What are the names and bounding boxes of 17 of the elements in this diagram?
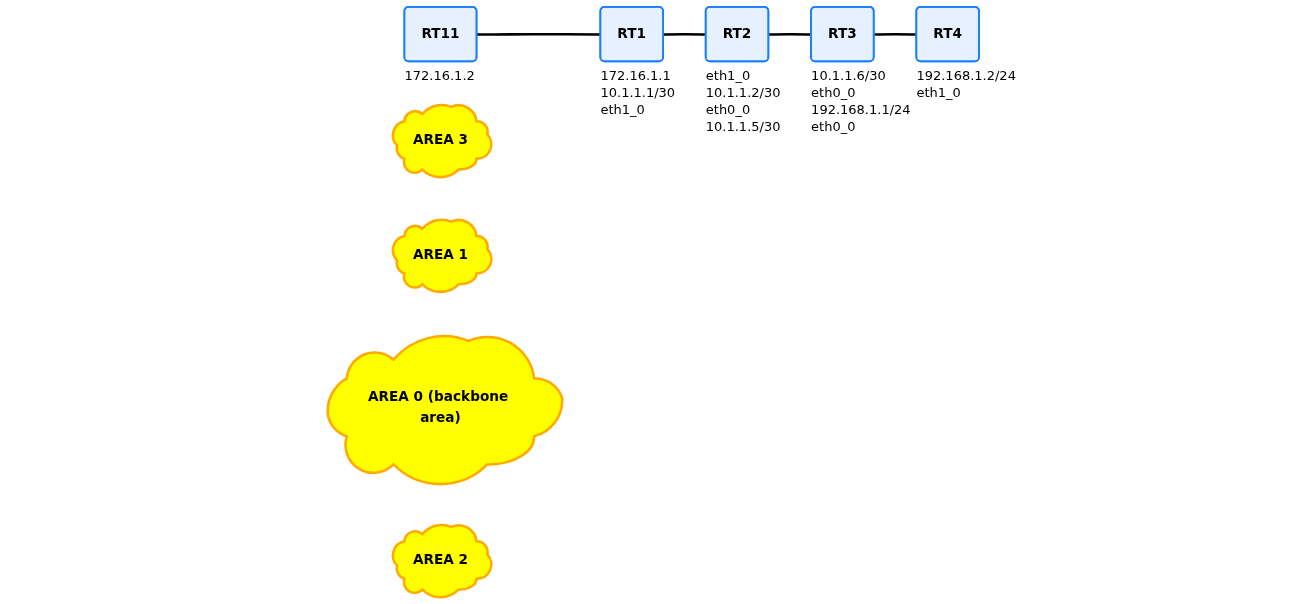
interface-label: 192.168.1.2/24 (916, 67, 1016, 85)
interface-label: 10.1.1.6/30 (811, 67, 886, 85)
interface-label: 10.1.1.5/30 (705, 118, 781, 136)
interface-label: eth0_0 (811, 118, 856, 136)
interface-label: 172.16.1.1 (600, 67, 671, 85)
interface-label: eth1_0 (916, 84, 961, 102)
connector (477, 32, 601, 36)
interface-label: eth1_0 (600, 101, 645, 119)
connector (874, 32, 917, 36)
interface-label: 192.168.1.1/24 (811, 101, 911, 119)
interface-label: eth0_0 (705, 101, 751, 119)
interface-label: eth1_0 (705, 67, 751, 85)
interface-label: 10.1.1.2/30 (705, 84, 781, 102)
interface-label: 10.1.1.1/30 (600, 84, 676, 102)
interface-label: eth0_0 (811, 84, 856, 102)
interface-label: 172.16.1.2 (404, 67, 475, 85)
connector (768, 32, 812, 36)
